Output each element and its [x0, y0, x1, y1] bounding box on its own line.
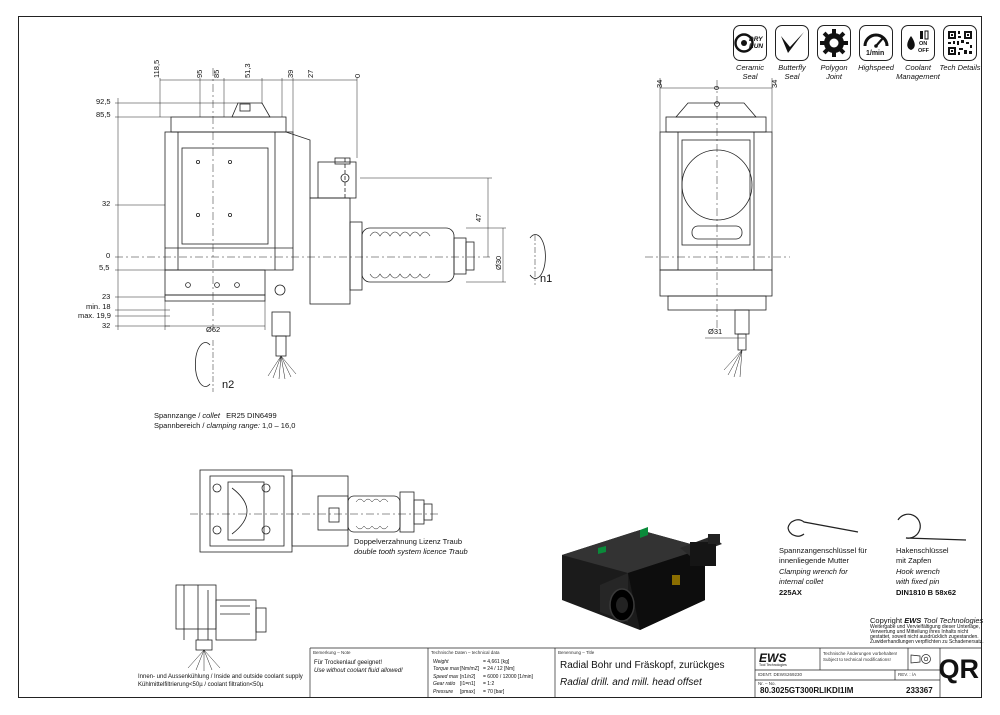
dim-left-92-5: 92,5	[96, 97, 111, 106]
remark-header: Bemerkung – Note	[313, 650, 351, 655]
hook-wrench-code: DIN1810 B 58x62	[896, 588, 957, 597]
title-de: Radial Bohr und Fräskopf, zurückges	[560, 660, 725, 671]
dim-d31: Ø31	[708, 327, 723, 336]
clamp-wrench-de1: Spannzangenschlüssel für	[779, 546, 867, 555]
code-number: 233367	[906, 686, 933, 695]
tech-details-qr-icon[interactable]	[943, 25, 977, 61]
dim-top-51-3: 51,3	[243, 63, 252, 78]
tech-row-key: Torque max	[433, 666, 460, 673]
dim-left-32: 32	[102, 199, 111, 208]
polygon-joint-gear-icon	[817, 25, 851, 61]
tech-data-header: Technische Daten – technical data	[431, 650, 500, 655]
clamp-wrench-en2: internal collet	[779, 577, 824, 586]
dim-top-85: 85	[212, 69, 221, 78]
dim-left-85-5: 85,5	[96, 110, 111, 119]
tech-row-key: Gear ratio	[433, 681, 456, 688]
dim-side-0: 0	[712, 85, 721, 90]
copyright-title: Copyright EWS Tool Technologies	[870, 616, 984, 625]
tech-row-unit: [pmax]	[460, 688, 476, 695]
hook-wrench-en2: with fixed pin	[896, 577, 940, 586]
dim-d62: Ø62	[206, 325, 221, 334]
dim-left-max-19-9: max. 19,9	[78, 311, 111, 320]
ident-number: IDENT. DEWS269230	[758, 672, 803, 677]
double-tooth-note-en: double tooth system licence Traub	[354, 547, 468, 556]
dim-left-5-5: 5,5	[99, 263, 110, 272]
collet-line: Spannzange / collet ER25 DIN6499	[154, 411, 277, 420]
feature-label-butterfly-seal: Butterfly Seal	[778, 63, 806, 81]
part-number: 80.3025GT300RLIKDI1IM	[760, 686, 854, 695]
highspeed-gauge-icon: 1/min	[859, 25, 893, 61]
hook-wrench-en1: Hook wrench	[896, 567, 940, 576]
remark-de: Für Trockenlauf geeignet!	[314, 660, 383, 666]
clamp-wrench-code: 225AX	[779, 588, 802, 597]
hook-wrench-de1: Hakenschlüssel	[896, 546, 949, 555]
tech-row-value: = 4,661 [kg]	[483, 659, 510, 665]
dim-d30: Ø30	[494, 255, 503, 270]
dim-top-0: 0	[353, 73, 362, 78]
coolant-management-icon: ON OFF	[901, 25, 935, 61]
title-header: Benennung – Title	[558, 650, 595, 655]
tech-row-key: Speed max	[433, 673, 459, 680]
tech-row-value: = 1:2	[483, 681, 495, 688]
copyright-l3: gestattet, soweit nicht ausdrücklich zug…	[870, 634, 979, 640]
label-n2: n2	[222, 379, 235, 391]
feature-label-coolant-management: Coolant Management	[896, 63, 940, 81]
feature-label-ceramic-seal: Ceramic Seal	[736, 63, 764, 81]
ceramic-seal-dry-run-icon: DRY RUN	[733, 25, 767, 61]
number-header: Nr. – No.	[758, 681, 776, 686]
butterfly-seal-icon	[775, 25, 809, 61]
dim-left-32b: 32	[102, 321, 111, 330]
qr-mark: QR	[938, 654, 980, 684]
copyright-l1: Weitergabe und Vervielfältigung dieser U…	[870, 624, 980, 630]
tech-row-value: = 70 [bar]	[483, 688, 505, 695]
ews-logo-sub: Tool Technologies	[759, 663, 787, 667]
tech-row-key: Pressure	[433, 688, 454, 695]
feature-label-tech-details: Tech Details	[939, 63, 981, 72]
label-n1: n1	[540, 273, 553, 285]
title-en: Radial drill. and mill. head offset	[560, 677, 702, 688]
dim-top-27: 27	[306, 69, 315, 78]
tech-row-key: Weight	[433, 659, 449, 665]
double-tooth-note-de: Doppelverzahnung Lizenz Traub	[354, 537, 462, 546]
clamp-wrench-en1: Clamping wrench for	[779, 567, 848, 576]
dim-left-min-18: min. 18	[86, 302, 111, 311]
copyright-l2: Verwertung und Mitteilung ihres Inhalts …	[870, 629, 969, 635]
ews-logo: EWS	[759, 651, 787, 665]
tech-row-unit: [Nm/mZ]	[460, 666, 480, 673]
dim-top-39: 39	[286, 69, 295, 78]
feature-label-polygon-joint: Polygon Joint	[820, 63, 848, 81]
remark-en: Use without coolant fluid allowed!	[314, 668, 403, 674]
drawing-frame	[18, 16, 982, 698]
copyright-l4: Zuwiderhandlungen verpflichten zu Schade…	[870, 639, 984, 645]
clamping-range-line: Spannbereich / clamping range: 1,0 – 16,…	[154, 421, 296, 430]
hook-wrench-de2: mit Zapfen	[896, 556, 932, 565]
feature-label-highspeed: Highspeed	[858, 63, 894, 72]
dim-left-23: 23	[102, 292, 111, 301]
clamp-wrench-de2: innenliegende Mutter	[779, 556, 850, 565]
3d-render-image	[562, 527, 722, 630]
dim-top-118-5: 118,5	[152, 59, 161, 78]
revision: REV. : /A	[898, 672, 917, 677]
dim-47: 47	[474, 213, 483, 222]
changes-de: Technische Änderungen vorbehalten!	[823, 651, 898, 656]
coolant-note-l2: Kühlmittelfiltrierung<50µ / coolant filt…	[138, 682, 264, 688]
tech-row-unit: [n1/n2]	[460, 673, 476, 680]
coolant-note-l1: Innen- und Aussenkühlung / Inside and ou…	[138, 674, 303, 680]
tech-row-unit: [i1=n1]	[460, 681, 476, 688]
dim-side-34-right: 34	[770, 79, 779, 88]
tech-row-value: = 24 / 12 [Nm]	[483, 666, 515, 673]
dim-top-95: 95	[195, 69, 204, 78]
dim-left-0: 0	[106, 251, 111, 260]
changes-en: Subject to technical modifications!	[823, 657, 891, 662]
dim-side-34-left: 34	[655, 79, 664, 88]
tech-row-value: = 6000 / 12000 [1/min]	[483, 673, 533, 680]
